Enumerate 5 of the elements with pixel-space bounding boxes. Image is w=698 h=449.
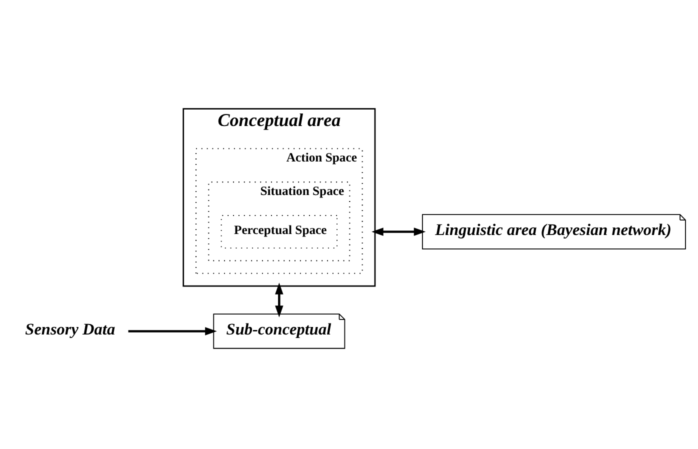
arrow (372, 227, 426, 236)
arrow (275, 282, 284, 317)
node-box: Perceptual Space (220, 214, 338, 248)
node-text: Sensory Data (25, 320, 116, 338)
arrow (128, 326, 217, 335)
